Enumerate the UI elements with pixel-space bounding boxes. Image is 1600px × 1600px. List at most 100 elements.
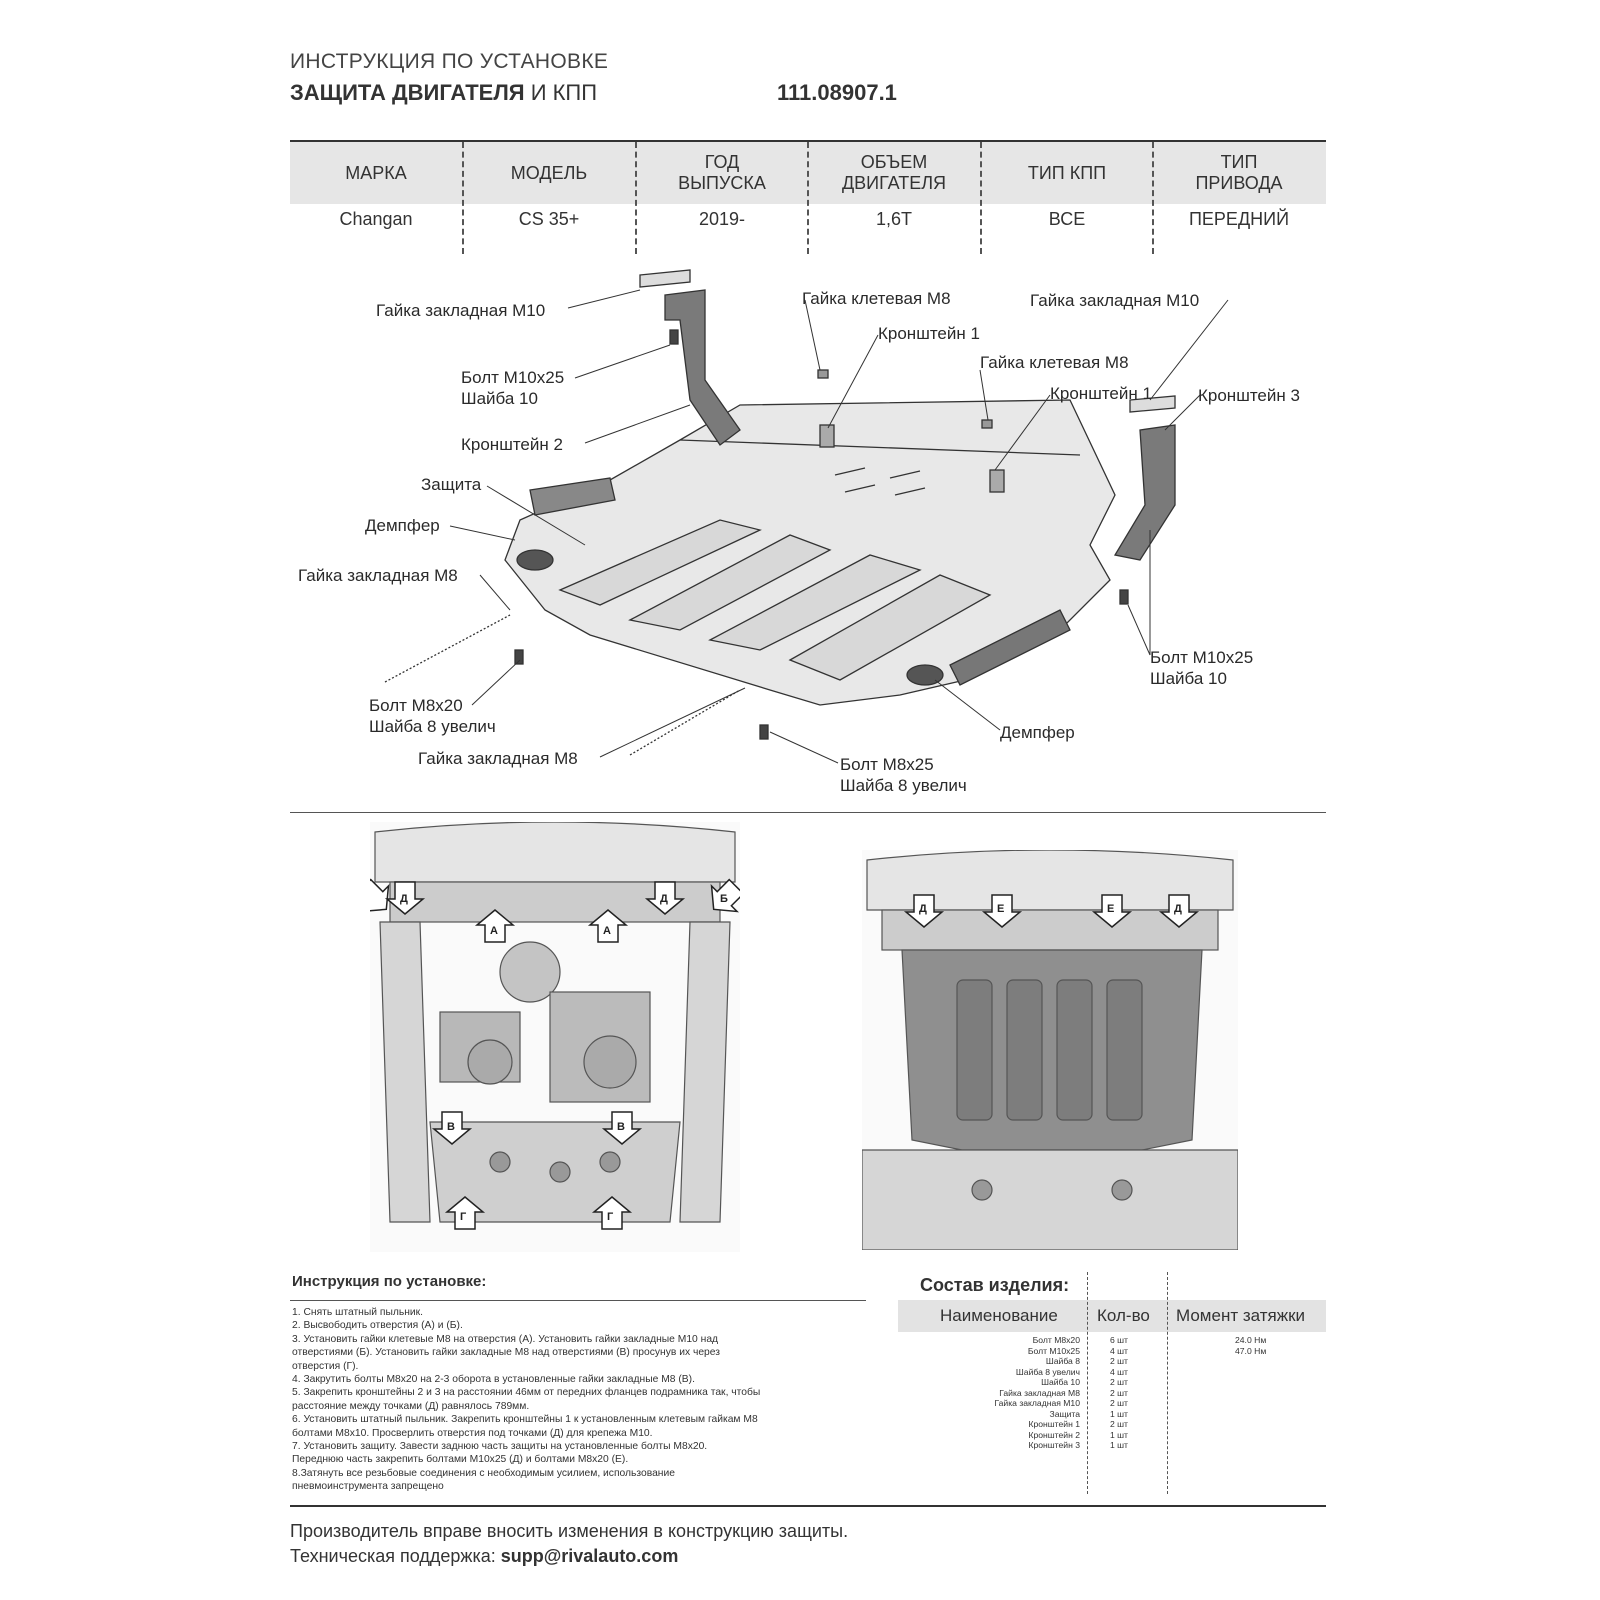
composition-item-name: Кронштейн 1 — [1028, 1419, 1080, 1429]
support-label: Техническая поддержка: — [290, 1546, 501, 1566]
nut-plate-m10-right — [1129, 395, 1176, 413]
callout-bolt-m8x20: Болт М8x20 Шайба 8 увелич — [369, 696, 496, 736]
composition-item-name: Болт М8x20 — [1032, 1335, 1080, 1345]
spec-header: ТИП ПРИВОДА — [1195, 152, 1283, 193]
callout-nut-weld-m10-left: Гайка закладная М10 — [376, 301, 546, 320]
spec-value: 2019- — [698, 209, 746, 229]
hole-label-d: Д — [400, 893, 408, 905]
callout-damper-right: Демпфер — [1000, 723, 1075, 742]
instruction-step: 7. Установить защиту. Завести заднюю час… — [292, 1441, 708, 1466]
composition-item-qty: 1 шт — [1110, 1429, 1128, 1440]
hole-label-d: Д — [1174, 903, 1182, 915]
instruction-step: 5. Закрепить кронштейны 2 и 3 на расстоя… — [292, 1387, 761, 1412]
footer-note: Производитель вправе вносить изменения в… — [290, 1521, 849, 1541]
hole-label-a: А — [603, 925, 611, 937]
instructions-divider — [290, 1300, 866, 1301]
instruction-step: 3. Установить гайки клетевые М8 на отвер… — [292, 1333, 720, 1372]
spec-value: Changan — [339, 209, 413, 229]
arrow-d-left — [903, 894, 945, 928]
damper-right — [906, 664, 944, 686]
footer-support: Техническая поддержка: supp@rivalauto.co… — [290, 1546, 678, 1567]
arrow-v-left — [431, 1111, 473, 1145]
subtitle-bold: ЗАЩИТА ДВИГАТЕЛЯ — [290, 80, 525, 105]
composition-item-name: Кронштейн 2 — [1028, 1429, 1080, 1440]
composition-item-name: Шайба 8 увелич — [1015, 1366, 1080, 1377]
composition-header-name: Наименование — [940, 1306, 1058, 1325]
guard-fold-line — [679, 439, 1081, 456]
arrow-g-left — [444, 1196, 486, 1230]
spec-col-gearbox: ТИП КПП ВСЕ — [981, 142, 1153, 254]
hole-label-e: Е — [997, 903, 1004, 915]
instruction-step: 8.Затянуть все резьбовые соединения с не… — [292, 1467, 675, 1493]
guard-rib — [788, 574, 992, 681]
instruction-step: 4. Закрутить болты М8x20 на 2-3 оборота … — [292, 1374, 695, 1386]
section-divider — [290, 812, 1326, 813]
spec-col-drive: ТИП ПРИВОДА ПЕРЕДНИЙ — [1153, 142, 1325, 254]
callout-nut-weld-m8-left: Гайка закладная М8 — [298, 566, 458, 585]
composition-item-qty: 4 шт — [1110, 1366, 1128, 1377]
callout-nut-weld-m8-bottom: Гайка закладная М8 — [418, 749, 578, 768]
composition-header-torque: Момент затяжки — [1176, 1306, 1306, 1325]
arrow-a-left — [474, 909, 516, 943]
callout-nut-cage-m8-mid: Гайка клетевая М8 — [980, 353, 1129, 372]
composition-item-name: Кронштейн 3 — [1028, 1440, 1080, 1450]
support-email-link[interactable]: supp@rivalauto.com — [500, 1546, 679, 1566]
arrow-a-right — [587, 909, 629, 943]
composition-item-name: Гайка закладная М8 — [999, 1387, 1080, 1398]
arrow-b-left — [370, 878, 390, 913]
instruction-step: 1. Снять штатный пыльник. — [292, 1307, 424, 1318]
callout-nut-weld-m10-right: Гайка закладная М10 — [1030, 291, 1200, 310]
spec-header: ОБЪЕМ ДВИГАТЕЛЯ — [841, 152, 947, 193]
photo-underbody-before: А А Б Б Д Д В В Г Г — [370, 822, 740, 1252]
arrow-d-right — [1158, 894, 1200, 928]
arrow-e-right — [1091, 894, 1133, 928]
composition-item-qty: 2 шт — [1110, 1398, 1128, 1408]
hole-label-d: Д — [660, 893, 668, 905]
spec-divider — [980, 142, 982, 254]
callout-bolt-m10x25-left: Болт М10x25 Шайба 10 — [461, 368, 565, 408]
callout-bolt-m8x25: Болт М8x25 Шайба 8 увелич — [840, 755, 967, 795]
bracket-2 — [664, 289, 741, 446]
arrow-e-left — [981, 894, 1023, 928]
spec-header: МОДЕЛЬ — [510, 162, 588, 183]
arrow-d-right — [644, 881, 686, 915]
composition-item-qty: 1 шт — [1110, 1440, 1128, 1450]
composition-divider — [1167, 1272, 1168, 1494]
hole-label-v: В — [447, 1121, 455, 1133]
composition-item-qty: 2 шт — [1110, 1356, 1128, 1366]
composition-item-name: Болт М10x25 — [1027, 1345, 1080, 1356]
composition-item-qty: 4 шт — [1110, 1345, 1128, 1356]
guard-rib — [628, 534, 832, 631]
composition-item-qty: 2 шт — [1110, 1377, 1128, 1387]
nut-plate-m10-left — [639, 269, 691, 288]
spec-col-year: ГОД ВЫПУСКА 2019- — [636, 142, 808, 254]
composition-item-qty: 2 шт — [1110, 1387, 1128, 1398]
spec-divider — [462, 142, 464, 254]
instructions-title: Инструкция по установке: — [292, 1273, 487, 1290]
composition-item-qty: 6 шт — [1110, 1335, 1128, 1345]
spec-divider — [1152, 142, 1154, 254]
spec-table: МАРКА Changan МОДЕЛЬ CS 35+ ГОД ВЫПУСКА … — [290, 140, 1326, 254]
hole-label-g: Г — [460, 1211, 467, 1223]
callout-damper-left: Демпфер — [365, 516, 440, 535]
spec-value: 1,6T — [875, 209, 913, 229]
instruction-step: 2. Высвободить отверстия (А) и (Б). — [292, 1320, 463, 1332]
bracket-1-right — [989, 469, 1005, 493]
callout-bracket-2: Кронштейн 2 — [461, 435, 563, 454]
arrow-b-right — [710, 878, 740, 913]
hole-label-b: Б — [720, 893, 728, 905]
hole-label-v: В — [617, 1121, 625, 1133]
spec-value: ВСЕ — [1048, 209, 1086, 229]
photo-underbody-after: Д Е Е Д — [862, 850, 1238, 1250]
hole-label-e: Е — [1107, 903, 1114, 915]
installed-guard — [901, 949, 1203, 1151]
spec-value: ПЕРЕДНИЙ — [1188, 209, 1290, 229]
composition-item-qty: 1 шт — [1110, 1408, 1128, 1419]
spec-col-brand: МАРКА Changan — [290, 142, 462, 254]
callout-bracket-1-mid: Кронштейн 1 — [1050, 384, 1152, 403]
spec-value: CS 35+ — [518, 209, 580, 229]
arrow-v-right — [601, 1111, 643, 1145]
instruction-step: 6. Установить штатный пыльник. Закрепить… — [292, 1414, 758, 1439]
